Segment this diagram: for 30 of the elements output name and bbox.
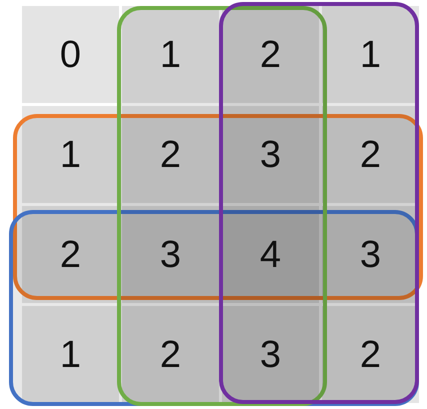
map-cell [22, 306, 119, 403]
cell-value: 1 [60, 136, 82, 174]
map-cell [122, 306, 219, 403]
cell-value: 0 [60, 36, 82, 74]
map-cell [222, 206, 319, 303]
cell-value: 2 [360, 136, 382, 174]
map-cell [222, 106, 319, 203]
map-cell [222, 306, 319, 403]
cell-value: 3 [260, 136, 282, 174]
map-cell [22, 6, 119, 103]
cell-value: 3 [360, 236, 382, 274]
map-cell [322, 306, 419, 403]
map-cell [22, 206, 119, 303]
cell-value: 1 [60, 336, 82, 374]
cell-value: 2 [60, 236, 82, 274]
map-cell [122, 206, 219, 303]
cell-value: 2 [360, 336, 382, 374]
map-cell [22, 106, 119, 203]
map-cell [322, 6, 419, 103]
map-cell [122, 106, 219, 203]
cell-value: 2 [260, 36, 282, 74]
cell-value: 3 [160, 236, 182, 274]
cell-value: 1 [160, 36, 182, 74]
map-cell [222, 6, 319, 103]
cell-value: 2 [160, 336, 182, 374]
cell-value: 2 [160, 136, 182, 174]
map-cell [122, 6, 219, 103]
cell-value: 1 [360, 36, 382, 74]
cell-value: 4 [260, 236, 282, 274]
cell-value: 3 [260, 336, 282, 374]
